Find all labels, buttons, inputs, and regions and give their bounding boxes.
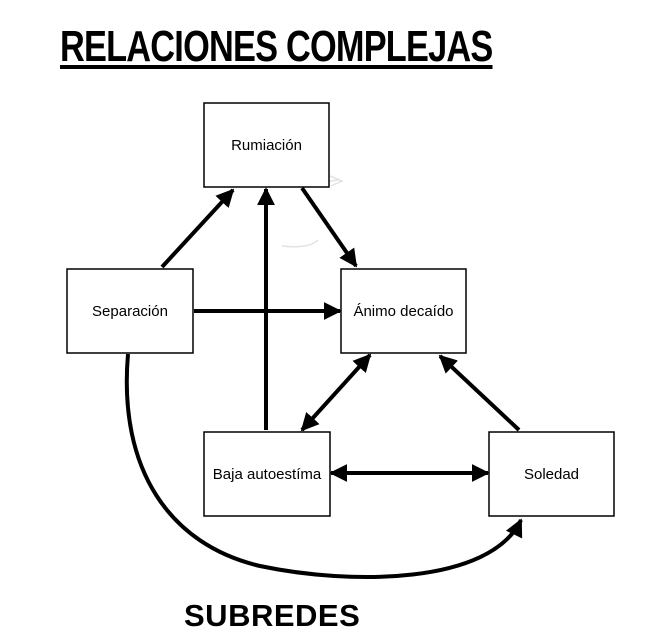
node-label-separacion: Separación [92,303,168,320]
node-label-baja-autoestima: Baja autoestíma [213,466,322,483]
node-soledad: Soledad [488,431,615,517]
node-label-soledad: Soledad [524,466,579,483]
node-animo: Ánimo decaído [340,268,467,354]
node-separacion: Separación [66,268,194,354]
diagram-subtitle: SUBREDES [184,598,361,633]
node-label-rumiacion: Rumiación [231,137,302,154]
node-baja-autoestima: Baja autoestíma [203,431,331,517]
diagram-title: RELACIONES COMPLEJAS [60,22,493,71]
node-label-animo: Ánimo decaído [353,303,453,320]
edge-baja-animo [300,353,372,432]
edge-separacion-soledad [124,353,523,579]
edge-soledad-animo [438,354,521,432]
edge-rumiacion-animo [300,186,358,268]
node-rumiacion: Rumiación [203,102,330,188]
edge-separacion-rumiacion [160,188,235,269]
